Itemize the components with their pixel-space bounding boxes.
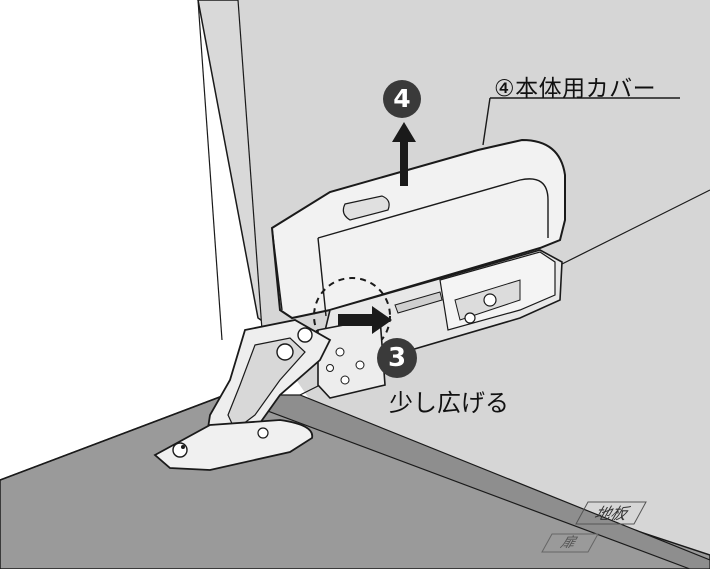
step4-number: 4 — [393, 84, 411, 113]
arrow-right-icon — [338, 306, 392, 334]
door-stamp-label: 扉 — [557, 535, 581, 551]
cover-label: ④本体用カバー — [494, 76, 657, 102]
step4-badge — [383, 80, 421, 118]
door-stamp-box — [541, 533, 599, 553]
hinge-mechanism — [313, 249, 563, 399]
floor-stamp-label: 地板 — [590, 504, 634, 523]
step3-number: 3 — [387, 343, 407, 373]
hinge-arm — [153, 319, 332, 471]
floor-stamp-box — [575, 501, 647, 525]
body-cover — [270, 138, 566, 320]
arrow-up-icon — [392, 122, 416, 186]
step3-badge — [377, 338, 417, 378]
step3-caption: 少し広げる — [389, 389, 509, 417]
